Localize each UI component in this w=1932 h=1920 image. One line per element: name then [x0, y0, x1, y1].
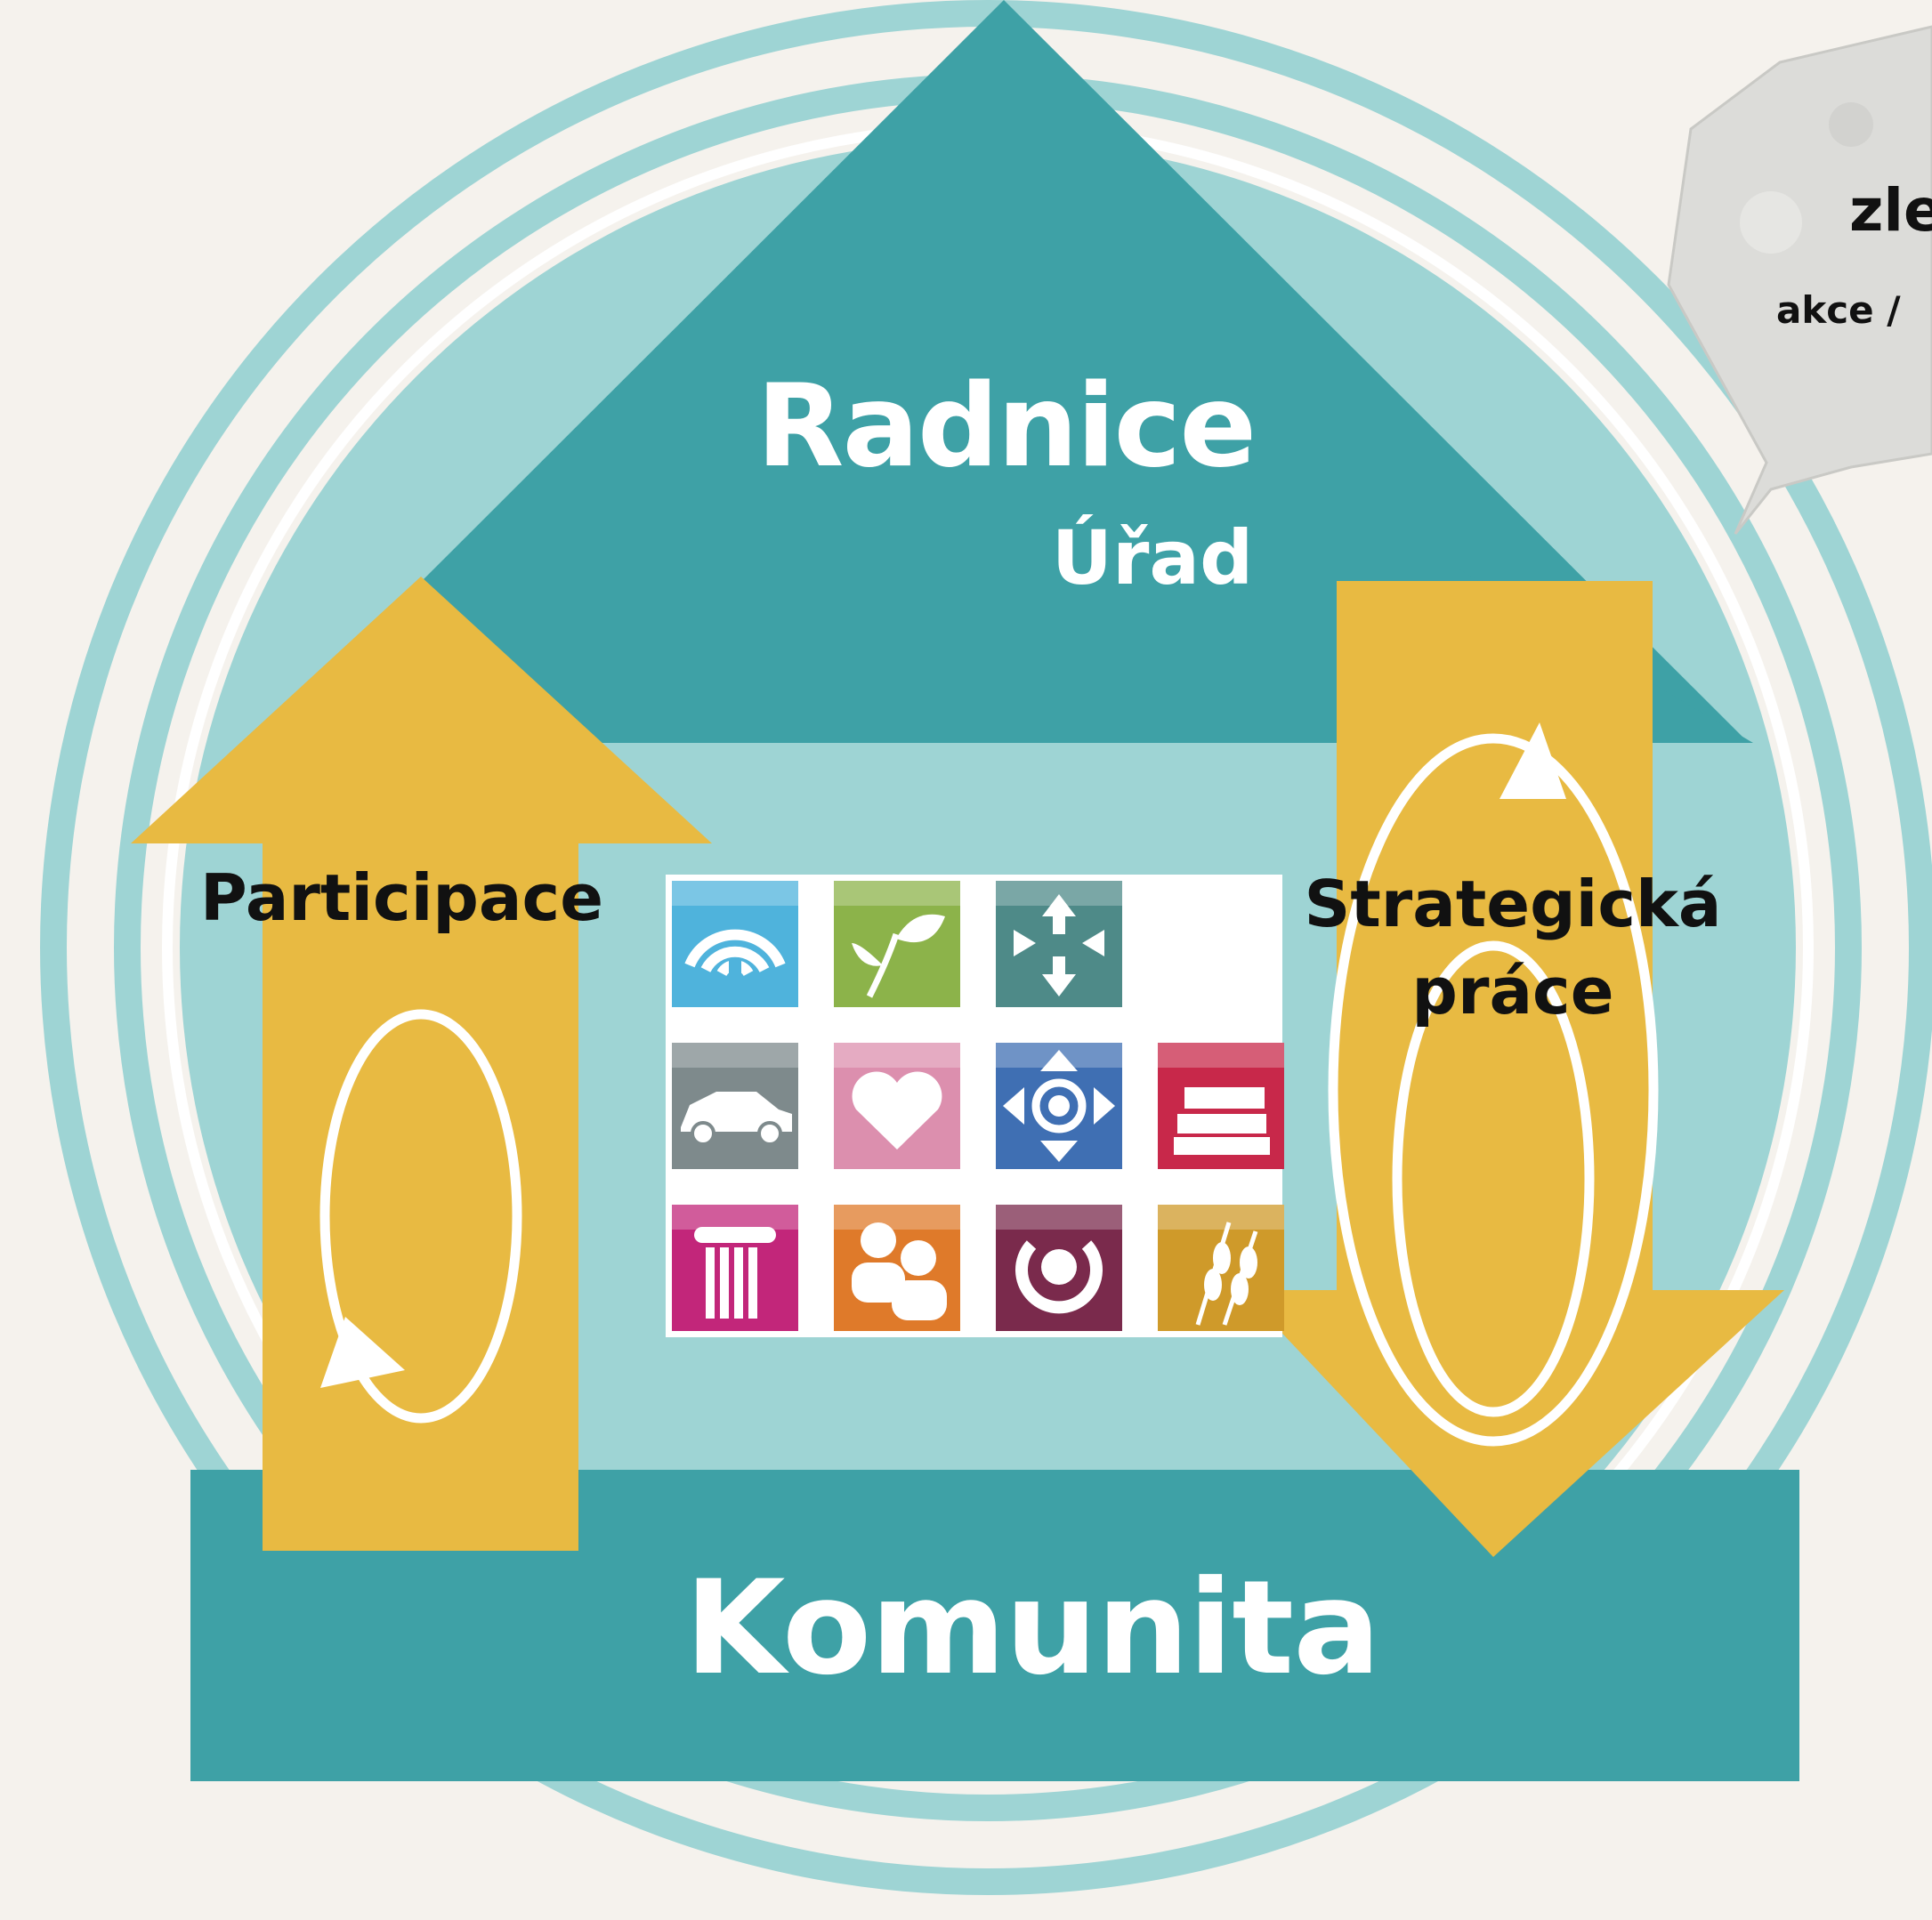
label-participace: Participace	[200, 860, 604, 935]
leaf-icon	[852, 914, 945, 998]
label-strategicka-line2: práce	[1411, 954, 1614, 1029]
label-strategicka-prace: Strategická práce	[1281, 860, 1744, 1035]
column-tile	[672, 1205, 798, 1331]
tile-highlight	[834, 881, 960, 906]
title-radnice: Radnice	[756, 360, 1257, 493]
wheat-icon	[1195, 1222, 1258, 1326]
strategic-arrow	[1241, 581, 1784, 1557]
tile-highlight	[1158, 1205, 1284, 1230]
people-icon	[852, 1222, 947, 1320]
ring-icon	[1015, 1240, 1103, 1314]
cycle-arrowhead-right	[1500, 722, 1566, 799]
books-icon	[1174, 1087, 1270, 1155]
heart-tile	[834, 1043, 960, 1169]
icon-grid	[666, 875, 1284, 1337]
bubble-title: zle	[1849, 176, 1932, 245]
arrows-inward-icon	[1014, 894, 1104, 996]
bubble-subtitle: akce /	[1776, 288, 1901, 332]
cycle-loop-left	[319, 1009, 522, 1424]
leaf-tile	[834, 881, 960, 1007]
cycle-loop-right-outer	[1328, 733, 1659, 1447]
subtitle-urad: Úřad	[1051, 514, 1254, 601]
tile-highlight	[1158, 1043, 1284, 1068]
column-icon	[694, 1227, 776, 1319]
participation-arrow	[131, 577, 712, 1551]
tile-highlight	[672, 1043, 798, 1068]
books-tile	[1158, 1043, 1284, 1169]
roof-triangle	[405, 0, 1749, 743]
tile-highlight	[672, 881, 798, 906]
title-komunita: Komunita	[684, 1553, 1380, 1704]
people-tile	[834, 1205, 960, 1331]
cycle-arrowhead-left	[320, 1317, 405, 1388]
car-icon	[681, 1092, 792, 1146]
car-tile	[672, 1043, 798, 1169]
tile-highlight	[834, 1043, 960, 1068]
wifi-icon	[684, 929, 786, 995]
label-strategicka-line1: Strategická	[1304, 867, 1722, 941]
ring-tile	[996, 1205, 1122, 1331]
speech-bubble	[1667, 25, 1932, 535]
arrows-inward-tile	[996, 881, 1122, 1007]
heart-icon	[852, 1071, 942, 1150]
arrows-outward-icon	[1003, 1050, 1115, 1162]
tile-highlight	[672, 1205, 798, 1230]
tile-highlight	[996, 1205, 1122, 1230]
tile-highlight	[834, 1205, 960, 1230]
wheat-tile	[1158, 1205, 1284, 1331]
cycle-loop-right-inner	[1392, 940, 1595, 1417]
arrows-outward-tile	[996, 1043, 1122, 1169]
outer-circle-ring	[40, 0, 1932, 1895]
wifi-tile	[672, 881, 798, 1007]
